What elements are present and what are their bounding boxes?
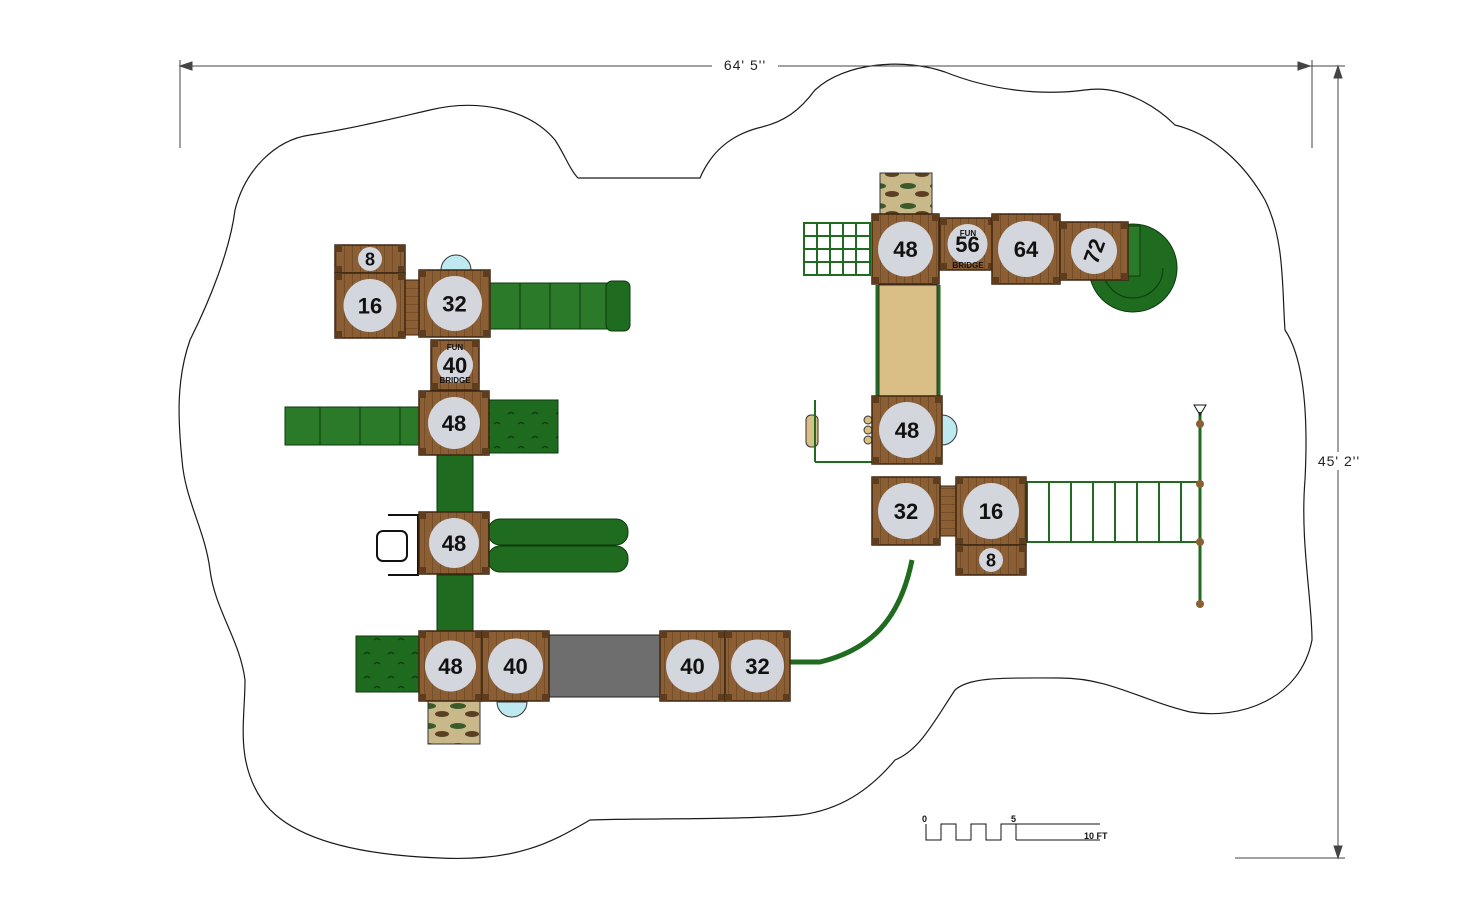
deck-d40b: 40 <box>481 630 550 702</box>
gray-slide <box>548 634 661 698</box>
scale-end: 10 FT <box>1084 831 1108 841</box>
deck-height-badge <box>731 639 784 693</box>
deck-height-badge <box>998 221 1054 277</box>
fun-bridge-top: FUN <box>447 343 464 352</box>
deck-height-badge <box>666 639 719 693</box>
deck-d8b: 8 <box>955 544 1027 576</box>
bubble-panel <box>496 701 528 718</box>
deck-height-label: 48 <box>895 418 919 443</box>
deck-d48a: 48 <box>418 390 490 456</box>
height-dimension-label: 45' 2'' <box>1318 453 1360 469</box>
deck-height-label: 40 <box>680 654 704 679</box>
camo-panel <box>427 699 481 745</box>
deck-height-label: 16 <box>358 293 382 318</box>
scale-zero: 0 <box>922 814 927 824</box>
deck-height-label: 48 <box>442 411 466 436</box>
deck-height-badge <box>878 483 934 539</box>
deck-d72: 72 <box>1059 221 1129 281</box>
deck-d48c: 48 <box>418 630 483 702</box>
deck-height-badge <box>1071 228 1117 274</box>
rock-wall <box>487 399 559 454</box>
deck-height-badge <box>947 224 988 264</box>
deck-height-label: 16 <box>979 499 1003 524</box>
bubble-panel <box>440 254 472 271</box>
green-crawl-tube <box>436 454 474 513</box>
rock-wall <box>355 635 423 693</box>
bubble-panel <box>941 414 958 446</box>
deck-height-label: 32 <box>894 499 918 524</box>
deck-d48e: 48 <box>871 395 943 465</box>
deck-height-label: 32 <box>745 654 769 679</box>
deck-height-label: 64 <box>1014 237 1039 262</box>
deck-height-label: 8 <box>986 550 996 570</box>
deck-height-badge <box>488 638 543 694</box>
deck-d48d: 48 <box>871 213 940 285</box>
deck-height-label: 56 <box>955 232 979 257</box>
deck-height-badge <box>429 518 479 568</box>
tube-slide-top <box>489 280 631 332</box>
walkway <box>939 485 957 537</box>
deck-height-label: 40 <box>443 353 467 378</box>
deck-height-badge <box>979 548 1003 572</box>
deck-d16b: 16 <box>955 476 1027 546</box>
green-crawl-tube <box>436 574 474 634</box>
cargo-net <box>803 222 871 276</box>
double-wave-slides <box>487 518 629 573</box>
right-tower-decks: 48 56 64 72 48 32 16 8 <box>871 213 1129 576</box>
swing-beam <box>1193 404 1207 608</box>
deck-height-label: 48 <box>438 654 462 679</box>
sand-ramp <box>878 284 938 398</box>
deck-d32a: 32 <box>418 269 491 338</box>
deck-d16a: 16 <box>334 272 406 339</box>
deck-height-badge <box>427 276 482 331</box>
scale-mid: 5 <box>1011 814 1016 824</box>
deck-height-badge <box>963 483 1019 539</box>
deck-height-label: 48 <box>442 531 466 556</box>
deck-height-badge <box>879 402 935 458</box>
arch-bridge <box>790 559 915 665</box>
camo-panel <box>879 172 933 216</box>
deck-d48b: 48 <box>418 511 490 575</box>
fun-bridge-bottom: BRIDGE <box>952 261 984 270</box>
walkway <box>404 279 420 336</box>
left-tower-decks: 8 16 32 40 48 48 48 40 40 32 <box>334 244 791 702</box>
fun-bridge-top: FUN <box>960 229 977 238</box>
deck-d40c: 40 <box>659 630 726 702</box>
deck-height-label: 8 <box>365 249 375 269</box>
deck-height-badge <box>878 221 933 277</box>
tube-slide-left <box>284 406 421 446</box>
deck-d40a: 40 <box>430 339 480 391</box>
deck-height-label: 32 <box>442 291 466 316</box>
scale-bar <box>925 823 1100 841</box>
deck-d8a: 8 <box>334 244 406 274</box>
deck-d32c: 32 <box>871 476 941 546</box>
surfacing-boundary <box>178 63 1313 860</box>
steering-wheel-icon <box>376 514 419 576</box>
deck-d64: 64 <box>991 213 1061 285</box>
deck-height-label: 40 <box>503 654 527 679</box>
deck-height-badge <box>428 397 480 449</box>
width-dimension-label: 64' 5'' <box>724 57 766 73</box>
deck-height-label: 48 <box>893 237 917 262</box>
deck-height-badge <box>358 247 382 271</box>
fun-bridge-bottom: BRIDGE <box>439 376 471 385</box>
deck-height-badge <box>425 640 476 692</box>
deck-height-badge <box>437 347 473 383</box>
deck-height-badge <box>343 279 397 332</box>
deck-d32b: 32 <box>724 630 791 702</box>
